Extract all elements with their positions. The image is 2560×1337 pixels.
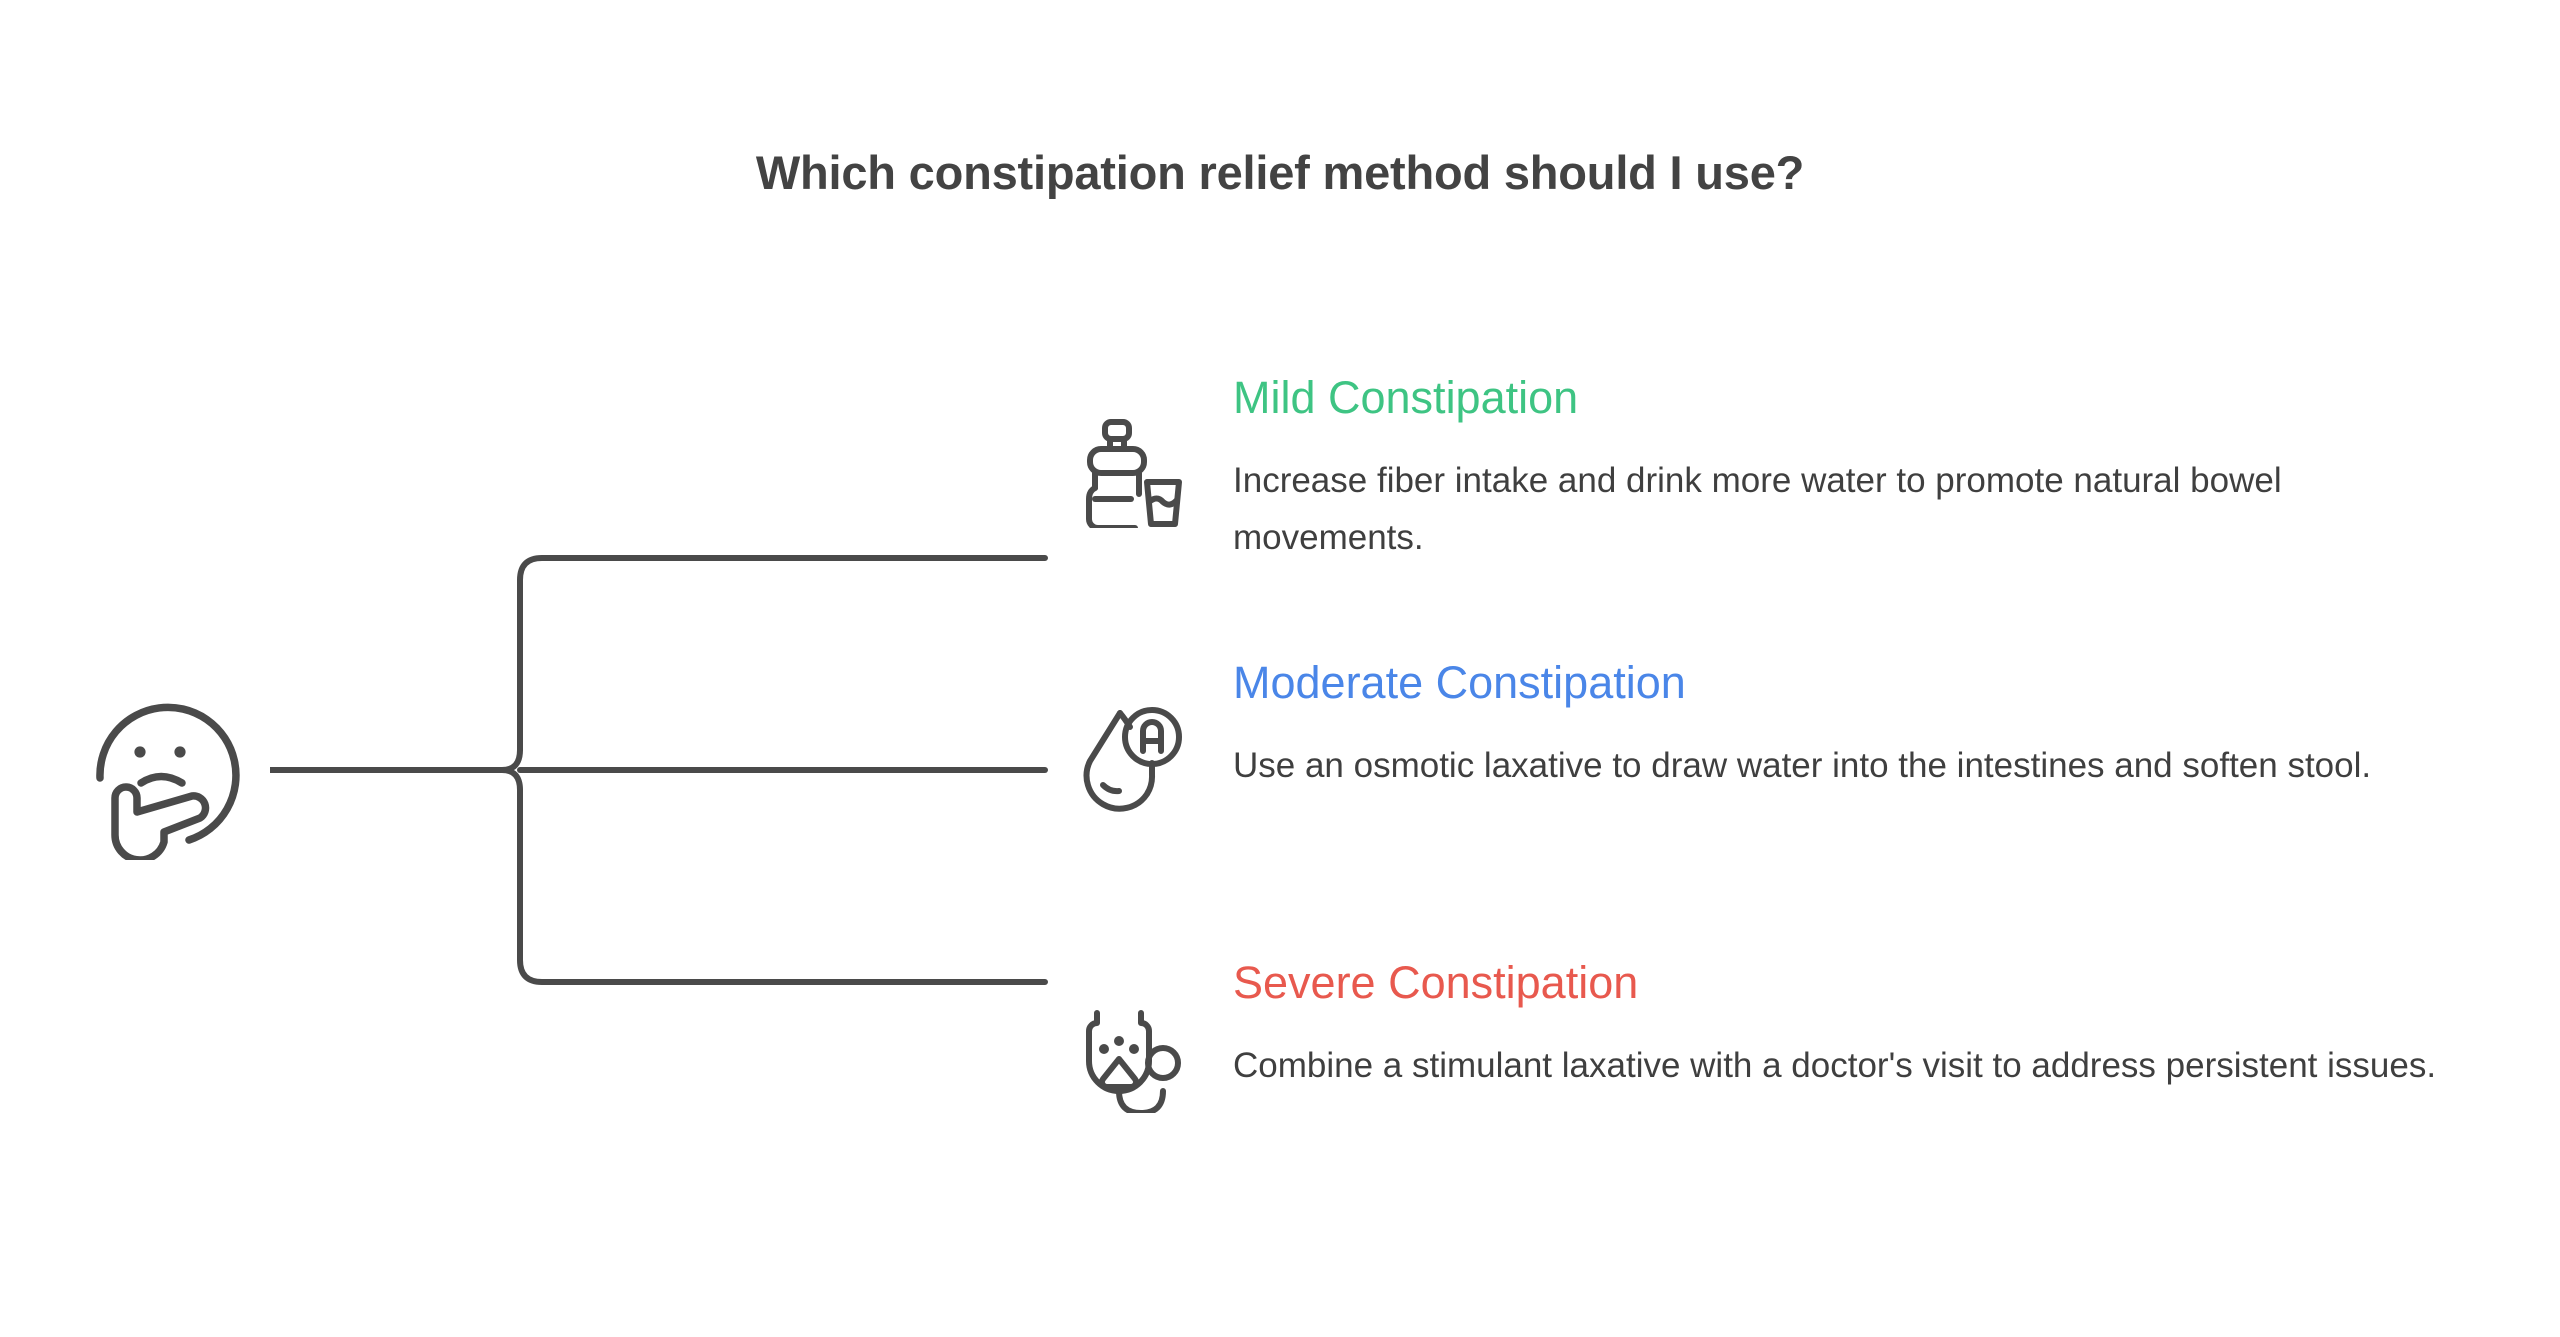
branch-description: Combine a stimulant laxative with a doct…: [1233, 1046, 2437, 1085]
pinch-lower: [499, 767, 523, 793]
branch-title: Moderate Constipation: [1233, 657, 1686, 708]
branch-line-0: [517, 555, 1048, 753]
root-node: [78, 680, 258, 864]
thinking-face-icon: [96, 703, 240, 864]
branch-description: Use an osmotic laxative to draw water in…: [1233, 746, 2372, 785]
pinch-upper: [499, 747, 523, 773]
branch-connector: [267, 450, 1070, 1090]
branch-text-block: Mild Constipation Increase fiber intake …: [1233, 370, 2493, 566]
branch-text-block: Moderate Constipation Use an osmotic lax…: [1233, 655, 2493, 794]
page-title: Which constipation relief method should …: [755, 146, 1805, 199]
branch-title: Mild Constipation: [1233, 372, 1579, 423]
branch-description: Increase fiber intake and drink more wat…: [1233, 461, 2282, 557]
branch-line-2: [517, 787, 1048, 985]
stethoscope-icon: [1073, 1001, 1185, 1116]
branch-text-block: Severe Constipation Combine a stimulant …: [1233, 955, 2493, 1094]
water-bottle-and-glass-icon: [1073, 416, 1185, 531]
connector-lines: [267, 555, 1048, 985]
water-droplet-with-letter-a-icon: [1073, 701, 1185, 813]
branch-title: Severe Constipation: [1233, 957, 1639, 1008]
